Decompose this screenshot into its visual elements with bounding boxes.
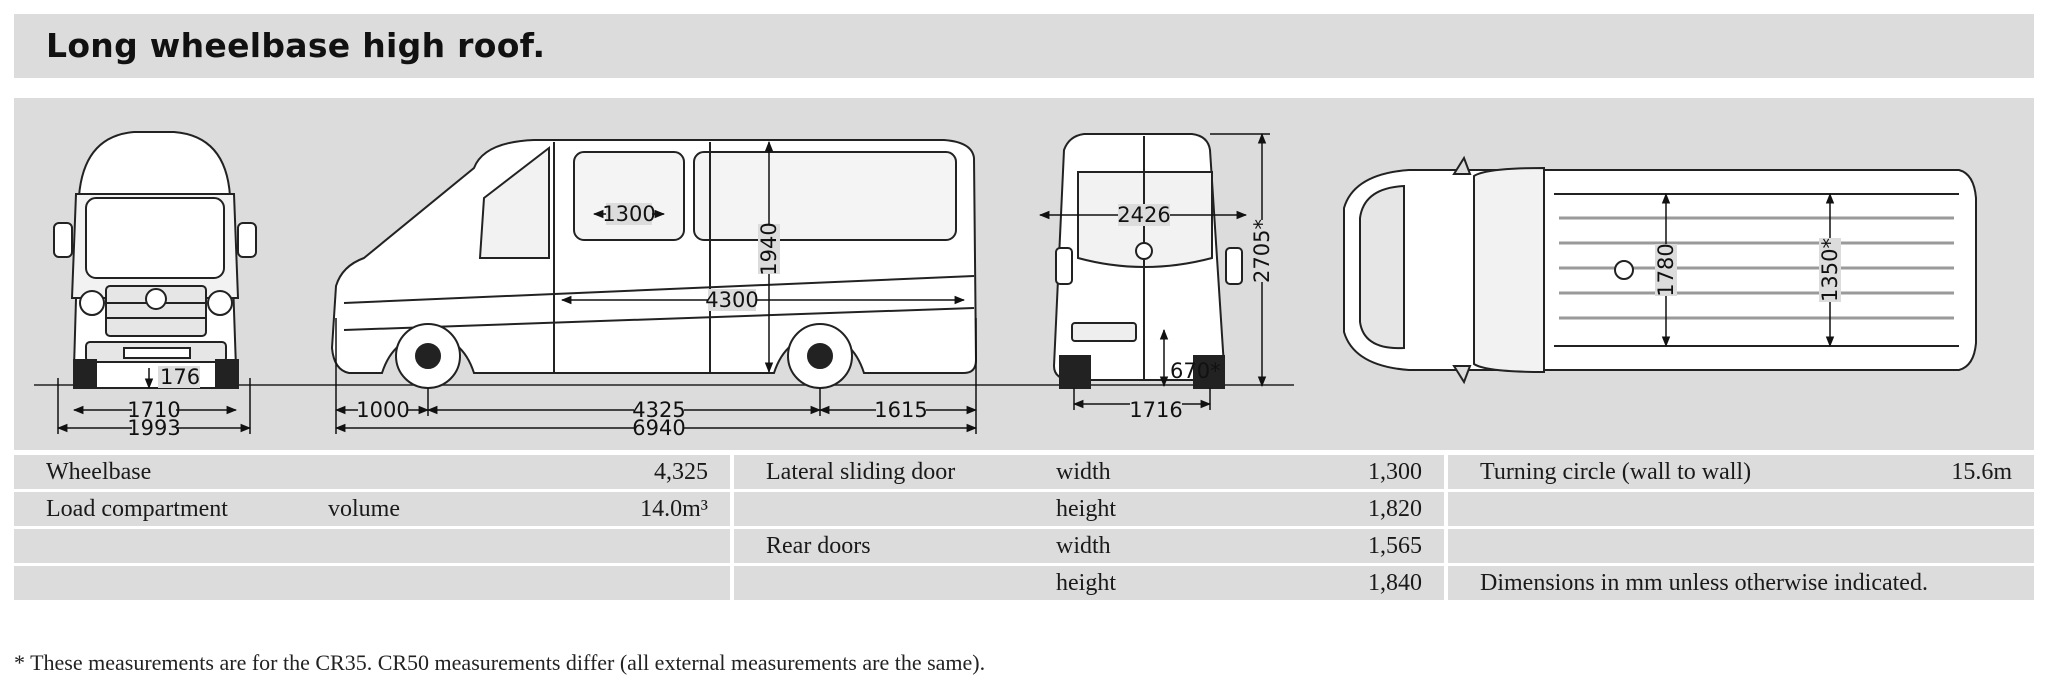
dim-front-width: 1993: [127, 416, 180, 440]
footnote: * These measurements are for the CR35. C…: [14, 650, 986, 675]
turning-circle-label: Turning circle (wall to wall): [1448, 455, 1909, 489]
dim-front-track: 1710: [127, 398, 180, 422]
load-volume-label: volume: [328, 492, 518, 526]
van-drawings: 176 1710 1993 1300 1940 4300 1000 4325 1…: [34, 131, 1977, 440]
dim-rear-height: 2705*: [1250, 219, 1274, 283]
table-row: Load compartment volume 14.0m³ height 1,…: [14, 492, 2034, 526]
rear-width-value: 1,565: [1236, 529, 1444, 563]
page-title: Long wheelbase high roof.: [46, 26, 546, 65]
lateral-height-value: 1,820: [1236, 492, 1444, 526]
dim-side-rear-overhang: 1615: [874, 398, 927, 422]
dim-top-1780: 1780: [1654, 243, 1678, 296]
dim-top-1350: 1350*: [1818, 238, 1842, 302]
turning-circle-value: 15.6m: [1908, 455, 2034, 489]
dim-rear-track: 1716: [1129, 398, 1182, 422]
load-compartment-label: Load compartment: [14, 492, 328, 526]
dim-side-door-width: 1300: [602, 202, 655, 226]
spec-table: Wheelbase 4,325 Lateral sliding door wid…: [14, 452, 2034, 603]
dim-side-cargo-length: 4300: [705, 288, 758, 312]
dim-side-total-length: 6940: [632, 416, 685, 440]
lateral-door-label: Lateral sliding door: [734, 455, 1056, 489]
side-view: [330, 139, 978, 389]
rear-height-value: 1,840: [1236, 566, 1444, 600]
dim-front-176: 176: [160, 365, 200, 389]
diagram-panel: 176 1710 1993 1300 1940 4300 1000 4325 1…: [14, 98, 2034, 450]
table-row: Rear doors width 1,565: [14, 529, 2034, 563]
wheelbase-label: Wheelbase: [14, 455, 328, 489]
title-bar: Long wheelbase high roof.: [14, 14, 2034, 78]
units-note: Dimensions in mm unless otherwise indica…: [1448, 566, 2034, 600]
dim-side-front-overhang: 1000: [356, 398, 409, 422]
rear-doors-label: Rear doors: [734, 529, 1056, 563]
front-view: [53, 131, 257, 389]
dim-rear-width: 2426: [1117, 203, 1170, 227]
load-volume-value: 14.0m³: [518, 492, 730, 526]
rear-height-label: height: [1056, 566, 1236, 600]
table-row: height 1,840 Dimensions in mm unless oth…: [14, 566, 2034, 600]
dim-side-height: 1940: [757, 222, 781, 275]
dim-rear-step: 670*: [1170, 359, 1221, 383]
top-view: [1343, 155, 1977, 385]
rear-width-label: width: [1056, 529, 1236, 563]
lateral-height-label: height: [1056, 492, 1236, 526]
wheelbase-value: 4,325: [518, 455, 730, 489]
rear-view: [1052, 133, 1243, 389]
lateral-width-label: width: [1056, 455, 1236, 489]
table-row: Wheelbase 4,325 Lateral sliding door wid…: [14, 455, 2034, 489]
lateral-width-value: 1,300: [1236, 455, 1444, 489]
dim-side-wheelbase: 4325: [632, 398, 685, 422]
